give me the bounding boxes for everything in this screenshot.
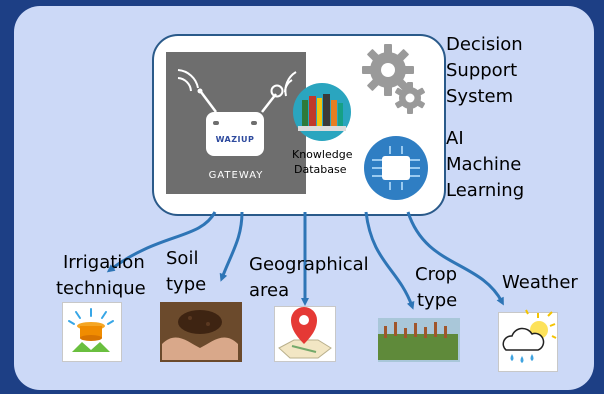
sprinkler-icon [68, 308, 114, 352]
soil-label-line2: type [166, 274, 207, 295]
geo-label-line1: Geographical [249, 254, 369, 275]
irrigation-label-line1: Irrigation [63, 252, 145, 273]
dss-label-line3: System [446, 86, 514, 107]
geo-label-line2: area [249, 280, 290, 301]
arrow-irrigation [106, 211, 217, 273]
dss-label-line1: Decision [446, 34, 523, 55]
knowledge-db-label-line2: Database [294, 163, 347, 176]
map-pin-icon [278, 307, 332, 359]
weather-icon [502, 309, 557, 363]
ml-label-line2: Machine [446, 154, 522, 175]
knowledge-db-label-line1: Knowledge [292, 148, 353, 161]
arrow-soil [219, 211, 244, 282]
gateway-brand-label: WAZIUP [215, 135, 255, 144]
ml-label-line3: Learning [446, 180, 525, 201]
irrigation-label-line2: technique [56, 278, 146, 299]
weather-label: Weather [502, 272, 578, 293]
gateway-label: GATEWAY [208, 170, 264, 181]
crop-field-icon [378, 322, 458, 360]
dss-label-line2: Support [446, 60, 518, 81]
arrow-crop [364, 211, 415, 310]
ml-label-line1: AI [446, 128, 464, 149]
soil-label-line1: Soil [166, 248, 199, 269]
soil-icon [162, 310, 238, 360]
crop-label-line1: Crop [415, 264, 458, 285]
crop-label-line2: type [417, 290, 458, 311]
arrow-weather [406, 211, 504, 306]
